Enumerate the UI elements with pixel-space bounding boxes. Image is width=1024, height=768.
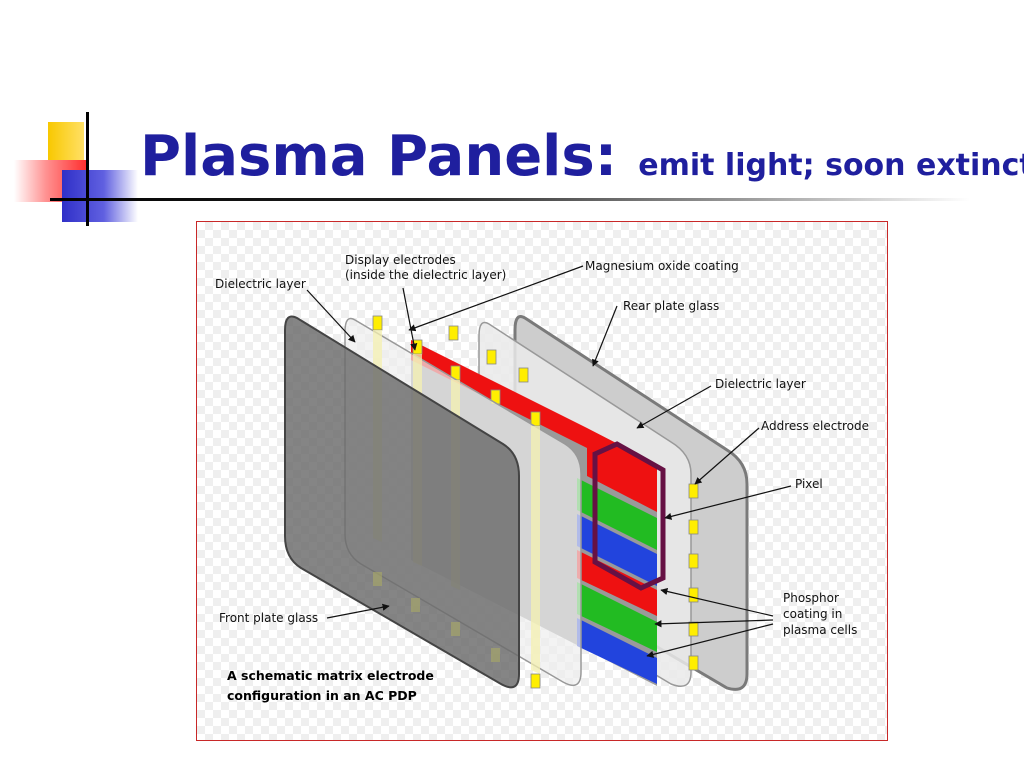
address-electrodes (688, 483, 699, 671)
label-dielectric-front: Dielectric layer (215, 277, 306, 291)
label-phosphor: Phosphor (783, 591, 839, 605)
decor-yellow-square (48, 122, 84, 166)
label-magnesium-oxide: Magnesium oxide coating (585, 259, 739, 273)
decor-blue-square (62, 170, 138, 222)
front-electrode-ends (373, 572, 500, 662)
label-address-electrode: Address electrode (761, 419, 869, 433)
slide-title-subtitle: emit light; soon extinct? (638, 148, 1024, 183)
label-display-electrodes-note: (inside the dielectric layer) (345, 268, 506, 282)
plasma-panel-diagram: Display electrodes (inside the dielectri… (196, 221, 888, 741)
label-dielectric-rear: Dielectric layer (715, 377, 806, 391)
plasma-panel-schematic: Display electrodes (inside the dielectri… (215, 253, 869, 703)
label-display-electrodes: Display electrodes (345, 253, 456, 267)
title-underline (50, 198, 970, 201)
label-phosphor-coating: coating in (783, 607, 842, 621)
label-rear-plate-glass: Rear plate glass (623, 299, 719, 313)
slide-title-main: Plasma Panels: (140, 124, 618, 189)
display-electrodes (372, 315, 541, 689)
decor-vertical-line (86, 112, 89, 226)
slide-title: Plasma Panels: emit light; soon extinct? (140, 124, 1024, 189)
caption-line-1: A schematic matrix electrode (227, 668, 434, 683)
label-pixel: Pixel (795, 477, 823, 491)
label-plasma-cells: plasma cells (783, 623, 857, 637)
caption-line-2: configuration in an AC PDP (227, 688, 417, 703)
label-front-plate-glass: Front plate glass (219, 611, 318, 625)
pixel-outline (592, 441, 666, 591)
front-plate-glass (284, 315, 520, 689)
leader-lines (306, 265, 792, 658)
